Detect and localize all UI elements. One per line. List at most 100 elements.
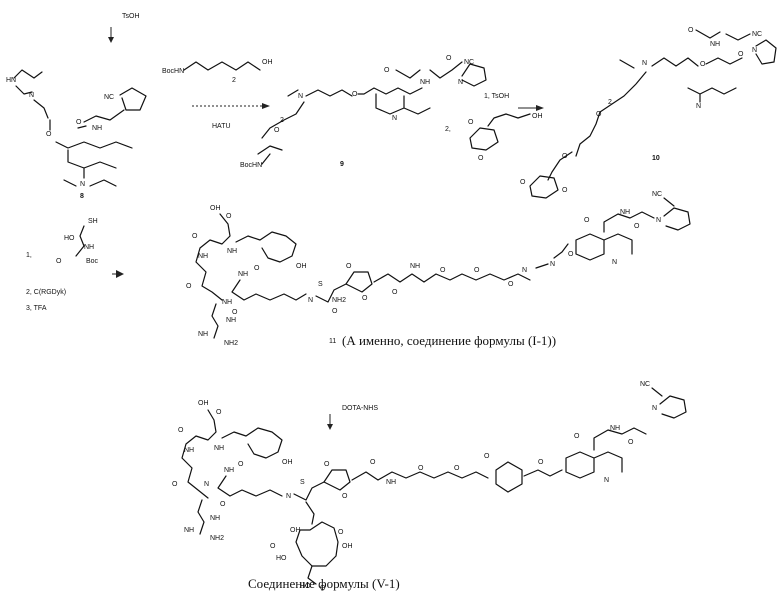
compound-9: N O N O 2 BocHN 9 O NH O N NC [240, 55, 486, 169]
atom-nc: NC [640, 381, 650, 388]
chain-bonds [620, 58, 742, 68]
ether-chain [524, 470, 562, 476]
peg-chain [352, 472, 488, 480]
atom-o-3: O [254, 265, 260, 272]
atom-nh-amide: NH [386, 479, 396, 486]
dota-link [306, 502, 314, 524]
nitrile-bond [652, 388, 662, 396]
atom-o-ether: O [538, 459, 544, 466]
atom-n-pyrrolidine: N [656, 217, 661, 224]
atom-o-gly: O [628, 439, 634, 446]
atom-o-suc1: O [346, 263, 352, 270]
step3-label: 3, TFA [26, 305, 47, 312]
repeat-n: 2 [280, 117, 284, 124]
atom-nh-2: NH [184, 447, 194, 454]
step1-label: 1, [26, 252, 32, 259]
atom-nh: NH [710, 41, 720, 48]
atom-o-qamide: O [584, 217, 590, 224]
bochn-label: BocHN [240, 162, 262, 169]
boc-bond [262, 154, 270, 164]
atom-nh-1: NH [214, 445, 224, 452]
atom-n: N [642, 60, 647, 67]
atom-nc: NC [464, 59, 474, 66]
pyrrolidine-ring [660, 396, 686, 418]
atom-nc: NC [652, 191, 662, 198]
atom-o: O [46, 131, 52, 138]
quinoline-ring [566, 452, 622, 478]
atom-n: N [298, 93, 303, 100]
amide-bonds [396, 62, 462, 78]
atom-nh-arg: NH [226, 317, 236, 324]
repeat-n: 2 [608, 99, 612, 106]
atom-o-peg2: O [454, 465, 460, 472]
compound-11: OH O NH O NH O OH O NH NH O NH NH NH2 N … [186, 191, 690, 347]
atom-o-mal1: O [520, 179, 526, 186]
dota-ring [296, 522, 338, 566]
linker-bonds [548, 152, 572, 180]
atom-o-amide2: O [738, 51, 744, 58]
atom-o-top: O [384, 67, 390, 74]
compound-9-label: 9 [340, 161, 344, 168]
atom-o-asp: O [226, 213, 232, 220]
atom-o-ether: O [568, 251, 574, 258]
atom-o-1: O [172, 481, 178, 488]
compound-v1-caption: Соединение формулы (V-1) [248, 576, 400, 591]
atom-oh-tyr: OH [282, 459, 293, 466]
reagent-boc-acid: BocHN 2 OH [162, 59, 273, 84]
atom-o-amide2: O [484, 453, 490, 460]
caption-11: 11 (А именно, соединение формулы (I-1)) [329, 333, 556, 348]
atom-o-peg: O [596, 111, 602, 118]
atom-nh-arg2: NH [184, 527, 194, 534]
pyrrolidine-ring [756, 40, 776, 64]
succinimide-ring [346, 272, 372, 292]
quinoline-ring [688, 88, 736, 102]
atom-o-suc1: O [324, 461, 330, 468]
maleimide-ring [530, 176, 558, 198]
reagent-dota: DOTA-NHS [327, 405, 378, 430]
atom-o-amide: O [446, 55, 452, 62]
atom-ho-dota: HO [276, 555, 287, 562]
atom-n-pip1: N [522, 267, 527, 274]
peptide-backbone-1 [182, 410, 216, 498]
atom-o-carbonyl: O [76, 119, 82, 126]
arrow-head [108, 37, 114, 43]
atom-n-pip2: N [550, 261, 555, 268]
peg-chain [374, 274, 530, 282]
reagent-cysteine: SH HO NH O Boc 1, 2, C(RGDyk) 3, TFA [26, 218, 124, 312]
nitrile-bond [664, 198, 674, 206]
maleimide-ring [470, 114, 530, 150]
tsoh-label: TsOH [122, 13, 140, 20]
cys-link [294, 482, 324, 500]
atom-nc: NC [752, 31, 762, 38]
atom-o-ether: O [352, 91, 358, 98]
ho-label: HO [64, 235, 75, 242]
boc-label: Boc [86, 258, 99, 265]
step2-label: 2, C(RGDyk) [26, 289, 66, 296]
atom-n-pyrrolidine: N [752, 47, 757, 54]
atom-nh-4: NH [222, 299, 232, 306]
arrow-head [262, 103, 270, 109]
step1-label: 1, TsOH [484, 93, 509, 100]
arrow-hatu: HATU [192, 103, 270, 130]
nh-label: NH [84, 244, 94, 251]
atom-o-mal2: O [562, 187, 568, 194]
compound-11-caption: (А именно, соединение формулы (I-1)) [342, 333, 556, 348]
peg-chain [184, 62, 260, 70]
reagent-maleimide: 1, TsOH 2, O O OH [445, 93, 543, 162]
atom-o-suc2: O [362, 295, 368, 302]
atom-oh-dota1: OH [290, 527, 301, 534]
pyrrolidine-ring [462, 64, 486, 86]
o-label: O [56, 258, 62, 265]
atom-nh-amide: NH [410, 263, 420, 270]
atom-nh: NH [420, 79, 430, 86]
atom-o-2: O [178, 427, 184, 434]
atom-s: S [300, 479, 305, 486]
atom-o-amide: O [370, 459, 376, 466]
compound-8: HN N O N 8 NC NH O [6, 70, 146, 200]
atom-o-peg1: O [440, 267, 446, 274]
atom-o-asp: O [216, 409, 222, 416]
cys-bonds [76, 226, 84, 256]
arrow-head [327, 424, 333, 430]
compound-10-label: 10 [652, 155, 660, 162]
